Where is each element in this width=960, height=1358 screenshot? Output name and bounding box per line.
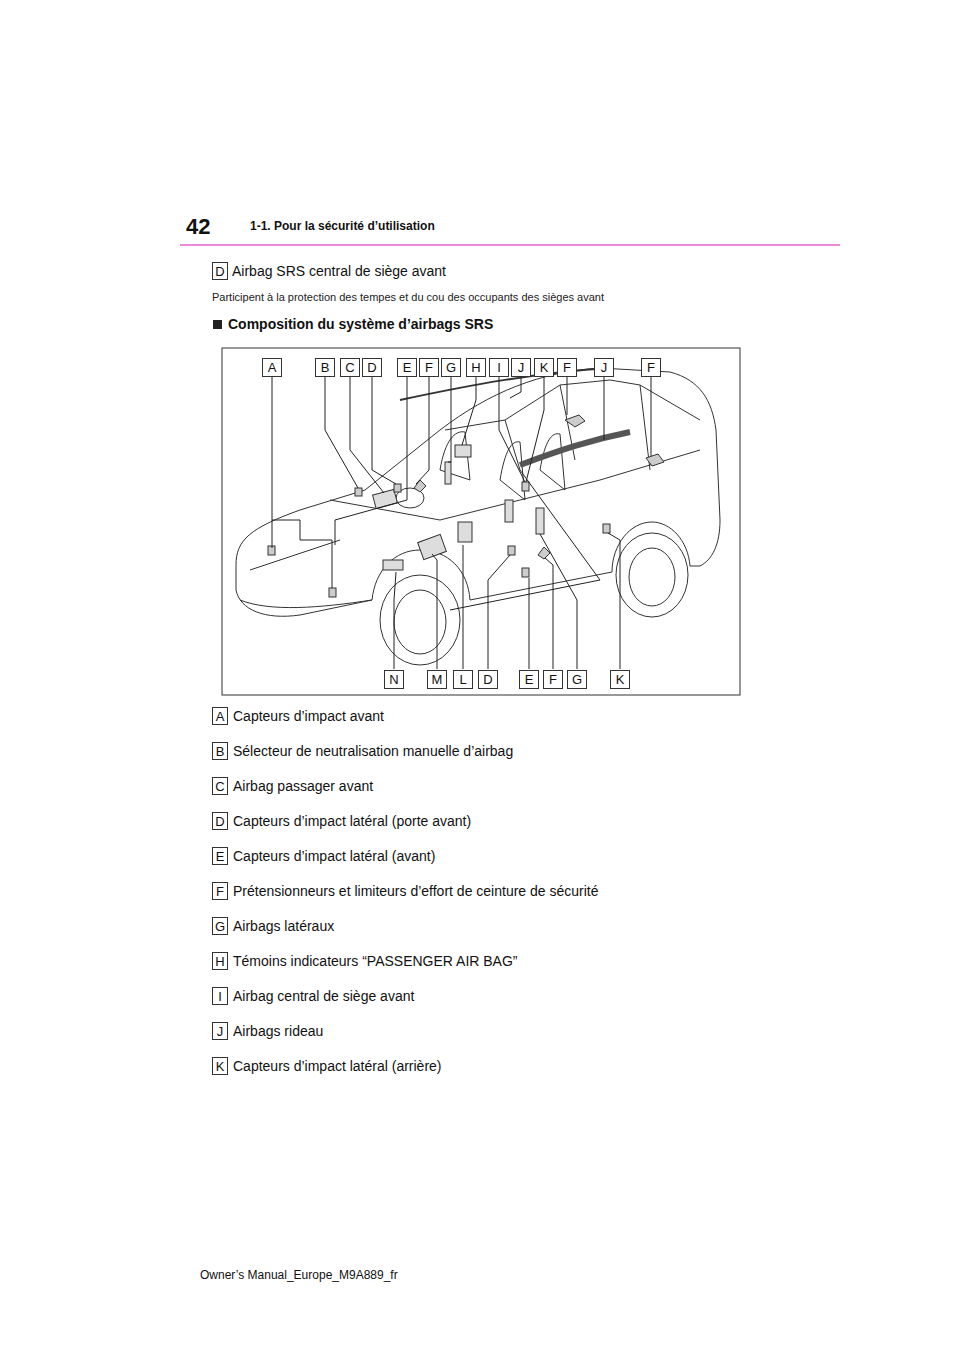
legend-text: Airbag central de siège avant [233, 988, 414, 1005]
callout-letter: I [218, 990, 222, 1003]
page-number: 42 [186, 214, 210, 240]
callout-letter: L [459, 673, 466, 686]
legend-text: Capteurs d’impact latéral (arrière) [233, 1058, 442, 1075]
legend-text: Prétensionneurs et limiteurs d’effort de… [233, 883, 599, 900]
callout-box: A [262, 358, 282, 377]
callout-box: G [441, 358, 461, 377]
callout-letter: E [403, 361, 412, 374]
callout-letter: J [601, 361, 608, 374]
callout-letter: G [446, 361, 456, 374]
legend-text: Témoins indicateurs “PASSENGER AIR BAG” [233, 953, 518, 970]
legend-text: Sélecteur de neutralisation manuelle d’a… [233, 743, 513, 760]
callout-letter: K [616, 673, 625, 686]
section-heading: Composition du système d’airbags SRS [228, 316, 493, 332]
callout-letter: D [215, 265, 224, 278]
callout-box: L [453, 670, 473, 689]
callout-letter: B [216, 745, 225, 758]
callout-letter: H [215, 955, 224, 968]
item-text: Airbag SRS central de siège avant [232, 263, 446, 280]
callout-box: F [557, 358, 577, 377]
callout-letter: H [471, 361, 480, 374]
callout-box: J [594, 358, 614, 377]
callout-box: G [567, 670, 587, 689]
legend-text: Airbag passager avant [233, 778, 373, 795]
callout-letter: D [483, 673, 492, 686]
callout-box: D [478, 670, 498, 689]
callout-box: D [212, 262, 228, 280]
callout-letter: N [389, 673, 398, 686]
callout-box: G [212, 917, 228, 935]
callout-letter: F [563, 361, 571, 374]
callout-letter: J [518, 361, 525, 374]
legend-text: Capteurs d’impact latéral (avant) [233, 848, 435, 865]
body-text: Participent à la protection des tempes e… [212, 291, 604, 304]
callout-letter: F [647, 361, 655, 374]
callout-box: J [511, 358, 531, 377]
callout-box: B [212, 742, 228, 760]
legend-text: Airbags rideau [233, 1023, 323, 1040]
callout-letter: J [217, 1025, 224, 1038]
callout-letter: D [215, 815, 224, 828]
callout-box: F [543, 670, 563, 689]
callout-box: D [212, 812, 228, 830]
callout-box: E [519, 670, 539, 689]
callout-letter: K [540, 361, 549, 374]
callout-box: A [212, 707, 228, 725]
callout-letter: E [525, 673, 534, 686]
callout-letter: I [497, 361, 501, 374]
legend-text: Capteurs d’impact latéral (porte avant) [233, 813, 471, 830]
callout-box: H [466, 358, 486, 377]
callout-box: I [212, 987, 228, 1005]
callout-box: E [397, 358, 417, 377]
callout-box: J [212, 1022, 228, 1040]
callout-box: D [362, 358, 382, 377]
callout-letter: A [268, 361, 277, 374]
callout-letter: G [572, 673, 582, 686]
callout-box: N [384, 670, 404, 689]
callout-letter: C [215, 780, 224, 793]
callout-box: F [212, 882, 228, 900]
callout-box: K [212, 1057, 228, 1075]
callout-box: K [610, 670, 630, 689]
callout-letter: C [345, 361, 354, 374]
callout-letter: G [215, 920, 225, 933]
callout-letter: F [549, 673, 557, 686]
callout-box: C [212, 777, 228, 795]
callout-letter: A [216, 710, 225, 723]
footer-text: Owner’s Manual_Europe_M9A889_fr [200, 1268, 398, 1282]
callout-box: F [641, 358, 661, 377]
callout-letter: M [432, 673, 443, 686]
callout-box: M [427, 670, 447, 689]
callout-box: C [340, 358, 360, 377]
callout-letter: K [216, 1060, 225, 1073]
callout-letter: E [216, 850, 225, 863]
legend-text: Airbags latéraux [233, 918, 334, 935]
callout-box: K [534, 358, 554, 377]
running-header: 1-1. Pour la sécurité d’utilisation [250, 219, 435, 233]
callout-box: E [212, 847, 228, 865]
callout-letter: F [216, 885, 224, 898]
callout-letter: B [321, 361, 330, 374]
callout-letter: F [425, 361, 433, 374]
legend-text: Capteurs d’impact avant [233, 708, 384, 725]
callout-letter: D [367, 361, 376, 374]
callout-box: B [315, 358, 335, 377]
callout-box: H [212, 952, 228, 970]
callout-box: F [419, 358, 439, 377]
callout-box: I [489, 358, 509, 377]
